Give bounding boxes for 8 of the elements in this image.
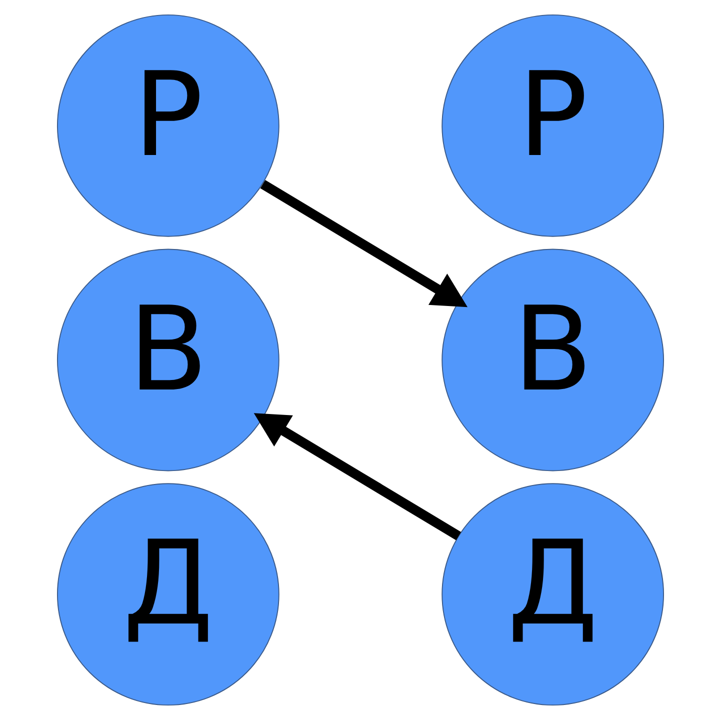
node-circle: Р <box>56 14 279 237</box>
arrow <box>260 180 468 308</box>
node-circle: Д <box>441 483 664 706</box>
node-circle: В <box>56 248 279 472</box>
arrow <box>253 413 461 540</box>
node-circle: Р <box>441 14 664 237</box>
node-circle: В <box>441 248 664 472</box>
node-circle: Д <box>56 483 279 706</box>
